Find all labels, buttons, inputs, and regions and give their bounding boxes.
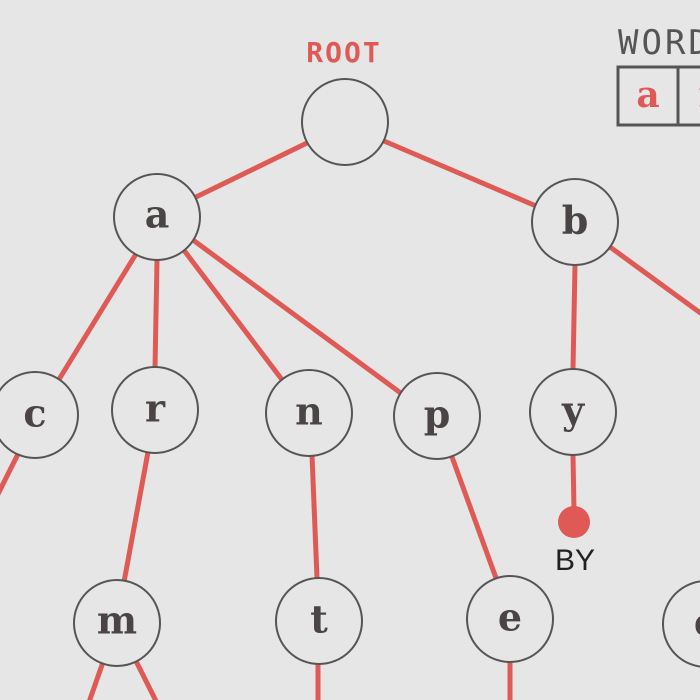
node-t-letter: t (310, 597, 328, 642)
edge-c-offleft (0, 451, 21, 496)
node-r: r (111, 366, 199, 454)
node-e-letter: e (498, 595, 522, 640)
word-box-letter-2: r (699, 74, 700, 116)
root-label: ROOT (306, 36, 381, 69)
edge-root-b (381, 138, 539, 209)
edge-a-r (152, 257, 160, 371)
node-a: a (113, 173, 201, 261)
word-box-letter-1: a (636, 74, 659, 116)
edge-a-p (190, 237, 405, 397)
edges (0, 138, 700, 700)
node-r-letter: r (145, 386, 166, 431)
node-b: b (531, 178, 619, 266)
edge-a-c (55, 251, 139, 384)
node-y-letter: y (561, 388, 585, 433)
word-box: WORD a r (616, 23, 700, 127)
node-m: m (73, 579, 161, 667)
edge-y-leaf (570, 452, 577, 513)
node-p-letter: p (424, 392, 451, 437)
node-p: p (393, 372, 481, 460)
word-box-label: WORD (618, 23, 700, 63)
word-box-cell-2 (676, 65, 700, 127)
leaf-label: BY (555, 544, 595, 577)
node-e: e (466, 575, 554, 663)
node-a-letter: a (145, 192, 170, 237)
edge-b-y (570, 262, 578, 372)
edge-m-down-right (134, 660, 159, 700)
leaf-dot (558, 506, 590, 538)
edge-p-e (449, 454, 499, 581)
edge-r-m (121, 449, 151, 585)
edge-a-n (180, 246, 286, 384)
edge-m-down-left (87, 662, 105, 700)
node-n-letter: n (295, 389, 323, 434)
node-y: y (529, 368, 617, 456)
edge-root-a (191, 139, 312, 201)
edge-n-t (309, 452, 320, 581)
node-partial-right: e (662, 580, 700, 668)
edge-b-offright (607, 244, 700, 316)
node-n: n (265, 369, 353, 457)
node-c: c (0, 371, 79, 459)
node-m-letter: m (97, 598, 137, 643)
node-t: t (275, 577, 363, 665)
node-c-letter: c (23, 391, 46, 436)
node-b-letter: b (562, 198, 589, 243)
node-root (301, 78, 389, 166)
node-partial-right-letter: e (694, 600, 700, 645)
